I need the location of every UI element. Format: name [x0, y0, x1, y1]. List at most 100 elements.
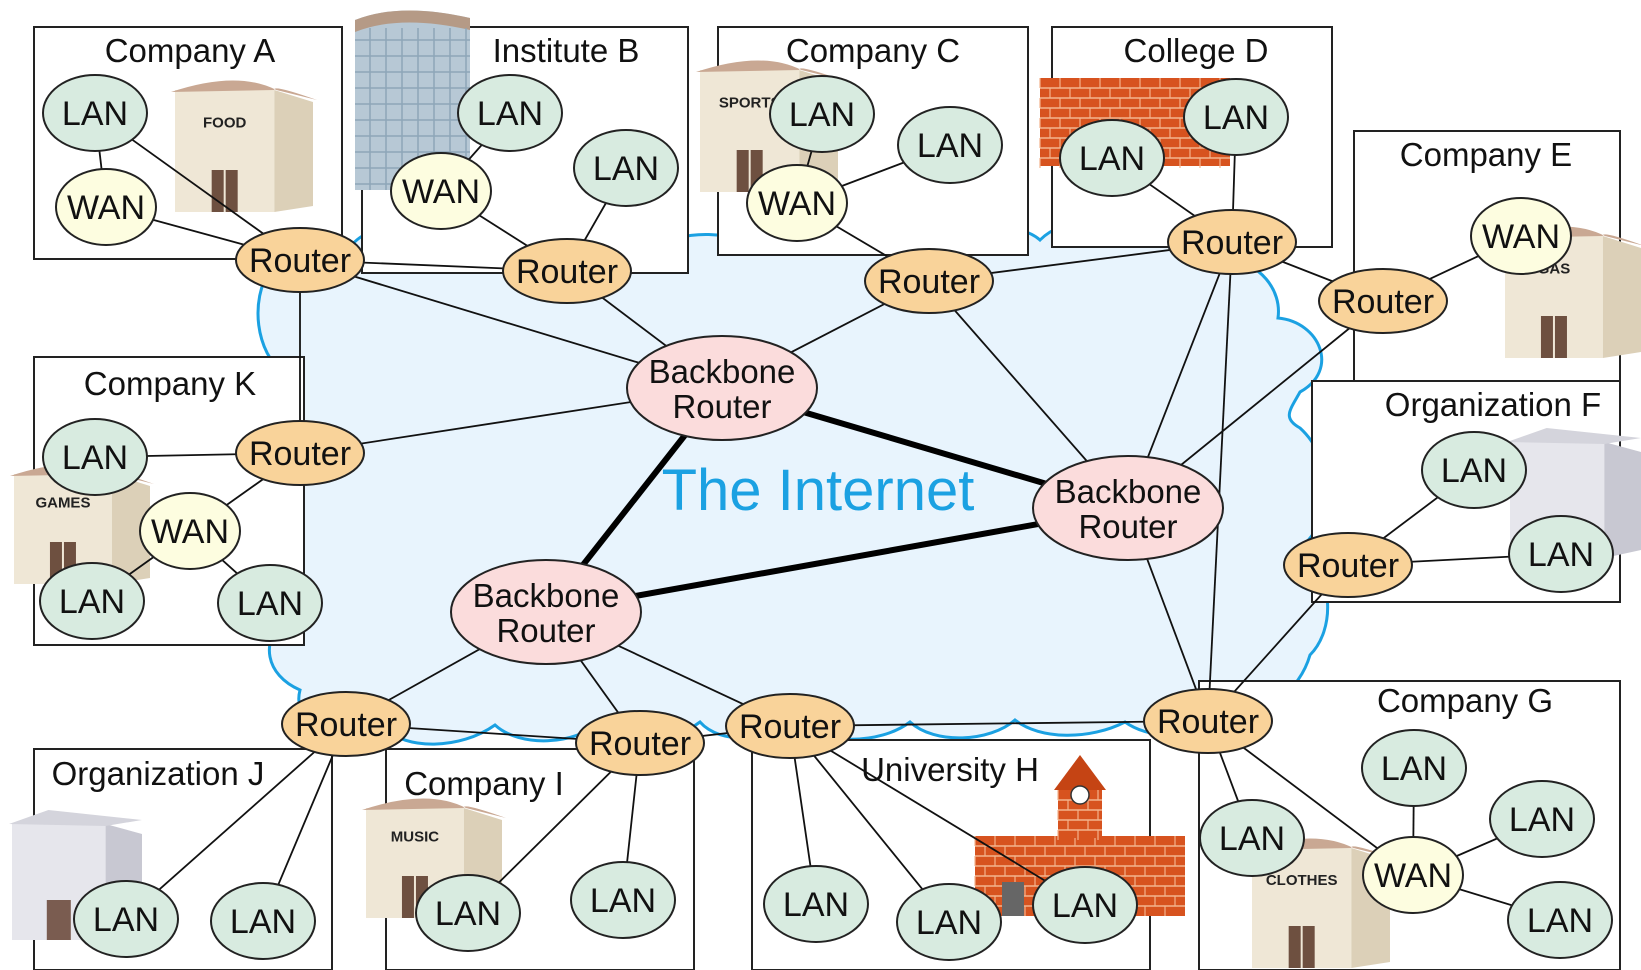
- lan-node-shape: [1508, 515, 1614, 593]
- building-sign: MUSIC: [391, 828, 440, 845]
- lan-node: LAN: [1032, 866, 1138, 944]
- wan-node: WAN: [139, 492, 241, 570]
- wan-node-shape: [390, 152, 492, 230]
- lan-node: LAN: [1489, 780, 1595, 858]
- site-title-i: Company I: [404, 765, 564, 802]
- backbone-router-node-shape: [450, 559, 642, 665]
- lan-node-shape: [457, 74, 563, 152]
- lan-node-label: LAN: [435, 895, 501, 933]
- lan-node: LAN: [1183, 78, 1289, 156]
- lan-node: LAN: [73, 880, 179, 958]
- lan-node-label: LAN: [916, 904, 982, 942]
- router-node-label: Router: [1332, 283, 1434, 321]
- lan-node-label: LAN: [477, 95, 543, 133]
- router-node: Router: [1143, 688, 1273, 754]
- wan-node: WAN: [55, 168, 157, 246]
- backbone-label-line1: Backbone: [473, 577, 620, 614]
- lan-node: LAN: [457, 74, 563, 152]
- lan-node-shape: [1507, 881, 1613, 959]
- router-node-shape: [1143, 688, 1273, 754]
- router-node-label: Router: [1181, 224, 1283, 262]
- site-title-j: Organization J: [52, 755, 265, 792]
- lan-node-label: LAN: [789, 96, 855, 134]
- lan-node-label: LAN: [1509, 801, 1575, 839]
- lan-node: LAN: [1507, 881, 1613, 959]
- router-node-shape: [502, 238, 632, 304]
- backbone-label-line1: Backbone: [649, 353, 796, 390]
- router-node-shape: [575, 710, 705, 776]
- router-node: Router: [235, 420, 365, 486]
- lan-node-shape: [73, 880, 179, 958]
- building-sign: SPORTS: [719, 95, 781, 112]
- lan-node: LAN: [39, 562, 145, 640]
- link-line: [125, 723, 347, 920]
- lan-node: LAN: [573, 129, 679, 207]
- lan-node-shape: [42, 418, 148, 496]
- router-node: Router: [864, 248, 994, 314]
- lan-node-shape: [570, 861, 676, 939]
- building-icon: FOOD: [171, 80, 317, 212]
- link-line: [1207, 241, 1233, 722]
- building-sign: FOOD: [203, 115, 246, 132]
- router-node-shape: [1318, 268, 1448, 334]
- router-node-label: Router: [878, 263, 980, 301]
- wan-node-shape: [139, 492, 241, 570]
- lan-node-label: LAN: [93, 901, 159, 939]
- wan-node-shape: [1362, 836, 1464, 914]
- router-node: Router: [502, 238, 632, 304]
- router-node: Router: [1167, 209, 1297, 275]
- wan-node-label: WAN: [67, 189, 145, 227]
- lan-node-shape: [217, 564, 323, 642]
- lan-node-shape: [1183, 78, 1289, 156]
- lan-node: LAN: [570, 861, 676, 939]
- site-title-e: Company E: [1400, 136, 1572, 173]
- lan-node-label: LAN: [590, 882, 656, 920]
- router-node: Router: [235, 227, 365, 293]
- backbone-label-line2: Router: [496, 612, 595, 649]
- lan-node-shape: [1489, 780, 1595, 858]
- router-node-label: Router: [249, 435, 351, 473]
- router-node-shape: [725, 693, 855, 759]
- router-node: Router: [1318, 268, 1448, 334]
- lan-node-shape: [763, 865, 869, 943]
- lan-node-label: LAN: [1203, 99, 1269, 137]
- building-sign: GAMES: [35, 494, 90, 511]
- clock-face: [1070, 785, 1090, 805]
- router-node-label: Router: [1297, 547, 1399, 585]
- site-title-b: Institute B: [493, 32, 640, 69]
- lan-node-shape: [39, 562, 145, 640]
- wan-node: WAN: [746, 164, 848, 242]
- router-node-shape: [864, 248, 994, 314]
- lan-node-label: LAN: [1381, 750, 1447, 788]
- site-title-k: Company K: [84, 365, 256, 402]
- building-sign: CLOTHES: [1266, 872, 1338, 889]
- backbone-label-line1: Backbone: [1055, 473, 1202, 510]
- lan-node-shape: [769, 75, 875, 153]
- door: [1002, 882, 1024, 916]
- lan-node: LAN: [769, 75, 875, 153]
- wan-node-label: WAN: [1482, 218, 1560, 256]
- lan-node-label: LAN: [59, 583, 125, 621]
- router-node-shape: [235, 227, 365, 293]
- router-node: Router: [281, 691, 411, 757]
- site-title-a: Company A: [105, 32, 276, 69]
- lan-node: LAN: [1508, 515, 1614, 593]
- backbone-link: [545, 505, 1129, 615]
- clock-tower-roof: [1054, 755, 1106, 790]
- router-node: Router: [575, 710, 705, 776]
- lan-node-label: LAN: [1052, 887, 1118, 925]
- backbone-router-node-shape: [626, 335, 818, 441]
- backbone-router-node-shape: [1032, 455, 1224, 561]
- lan-node-label: LAN: [1219, 820, 1285, 858]
- wan-node-shape: [55, 168, 157, 246]
- site-title-d: College D: [1124, 32, 1269, 69]
- wan-node-label: WAN: [1374, 857, 1452, 895]
- lan-node-label: LAN: [1079, 140, 1145, 178]
- wan-node: WAN: [390, 152, 492, 230]
- lan-node-label: LAN: [593, 150, 659, 188]
- lan-node-label: LAN: [1528, 536, 1594, 574]
- router-node-label: Router: [589, 725, 691, 763]
- lan-node-shape: [897, 106, 1003, 184]
